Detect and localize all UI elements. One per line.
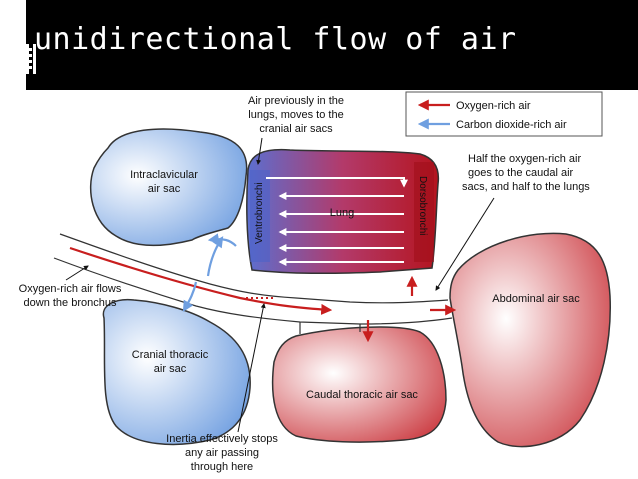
half-oxygen-line-3: sacs, and half to the lungs xyxy=(462,181,590,193)
inertia-line-2: any air passing xyxy=(185,447,259,459)
slide-decoration xyxy=(18,44,36,74)
inertia-line-3: through here xyxy=(191,461,253,473)
caudal-thoracic-label: Caudal thoracic air sac xyxy=(306,389,418,401)
air-previously-line-3: cranial air sacs xyxy=(259,123,333,135)
half-oxygen-pointer xyxy=(435,197,495,291)
slide-title: unidirectional flow of air xyxy=(34,22,517,57)
oxygen-flows-line-2: down the bronchus xyxy=(24,297,117,309)
legend: Oxygen-rich air Carbon dioxide-rich air xyxy=(405,91,603,137)
air-previously-line-2: lungs, moves to the xyxy=(248,109,343,121)
cranial-thoracic-label-1: Cranial thoracic xyxy=(132,349,209,361)
half-oxygen-line-2: goes to the caudal air xyxy=(468,167,574,179)
lung xyxy=(246,148,440,275)
oxygen-flow-arrows xyxy=(69,246,457,343)
dorsobronchi-label: Dorsobronchi xyxy=(417,176,428,235)
air-previously-pointer xyxy=(256,137,263,165)
title-bar xyxy=(26,0,638,90)
ventrobronchi-band xyxy=(250,170,270,262)
cranial-thoracic-label-2: air sac xyxy=(154,363,187,375)
oxygen-flows-line-1: Oxygen-rich air flows xyxy=(19,283,122,295)
dorsobronchi-band xyxy=(414,162,434,262)
half-oxygen-line-1: Half the oxygen-rich air xyxy=(468,153,581,165)
air-previously-line-1: Air previously in the xyxy=(248,95,344,107)
intraclavicular-air-sac xyxy=(89,128,248,247)
inertia-line-1: Inertia effectively stops xyxy=(166,433,278,445)
lung-flow-arrows xyxy=(266,177,408,266)
oxygen-flows-pointer xyxy=(65,265,89,281)
legend-oxygen-label: Oxygen-rich air xyxy=(456,100,531,112)
lung-label: Lung xyxy=(330,207,354,219)
co2-flow-arrows xyxy=(182,233,237,312)
intraclavicular-label-2: air sac xyxy=(148,183,181,195)
cranial-thoracic-air-sac xyxy=(102,298,251,446)
abdominal-label: Abdominal air sac xyxy=(492,293,580,305)
caudal-thoracic-air-sac xyxy=(271,326,447,443)
inertia-pointer xyxy=(237,303,266,433)
abdominal-air-sac xyxy=(449,232,611,448)
bird-respiratory-diagram: Oxygen-rich air Carbon dioxide-rich air … xyxy=(19,91,611,473)
bronchus xyxy=(53,233,453,334)
ventrobronchi-label: Ventrobronchi xyxy=(254,182,265,244)
legend-co2-label: Carbon dioxide-rich air xyxy=(456,119,567,131)
intraclavicular-label-1: Intraclavicular xyxy=(130,169,198,181)
